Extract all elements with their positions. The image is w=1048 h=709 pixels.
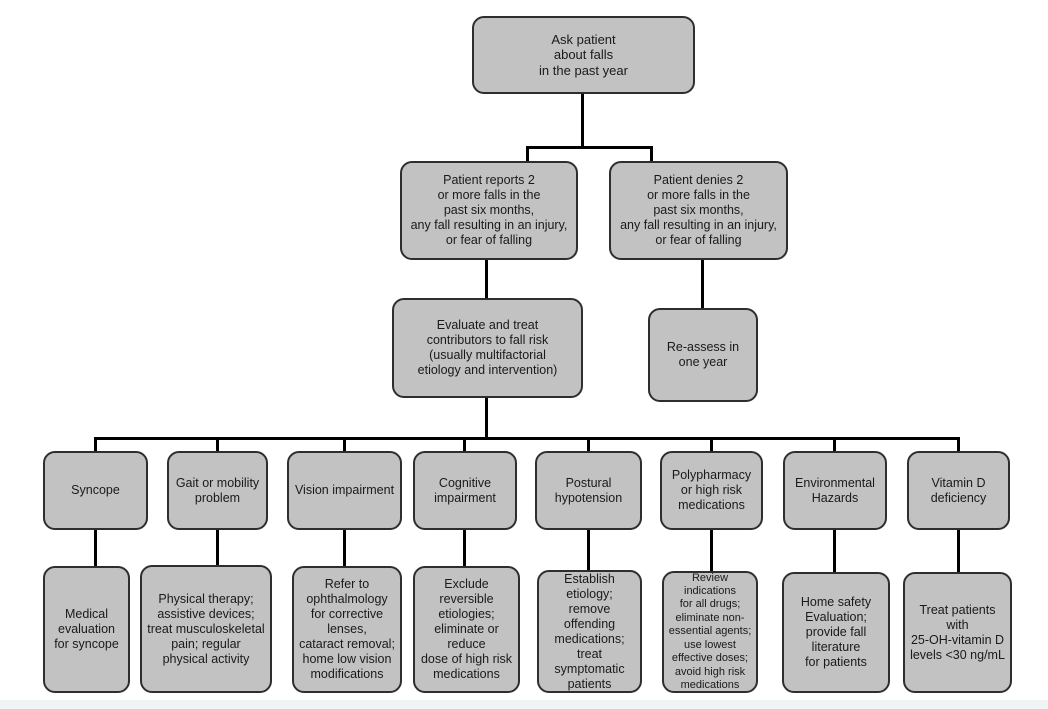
node-reassess-one-year: Re-assess in one year: [648, 308, 758, 402]
footer-strip: [0, 700, 1048, 709]
node-risk-vision: Vision impairment: [287, 451, 402, 530]
connector-gait-to-intervention: [216, 530, 219, 567]
connector-root-stem: [581, 94, 584, 149]
node-intervention-polypharmacy: Review indications for all drugs; elimin…: [662, 571, 758, 693]
connector-bus-drop-cognitive: [463, 437, 466, 452]
connector-branch-split: [526, 146, 653, 149]
connector-bus-drop-gait: [216, 437, 219, 452]
connector-bus-drop-environmental: [833, 437, 836, 452]
node-patient-denies-falls: Patient denies 2 or more falls in the pa…: [609, 161, 788, 260]
node-risk-vitamin-d: Vitamin D deficiency: [907, 451, 1010, 530]
connector-bus-drop-postural: [587, 437, 590, 452]
node-intervention-gait-mobility: Physical therapy; assistive devices; tre…: [140, 565, 272, 693]
connector-polypharmacy-to-intervention: [710, 530, 713, 572]
connector-environmental-to-intervention: [833, 530, 836, 573]
node-intervention-vitamin-d: Treat patients with 25-OH-vitamin D leve…: [903, 572, 1012, 693]
connector-risk-factor-bus: [94, 437, 960, 440]
node-intervention-cognitive: Exclude reversible etiologies; eliminate…: [413, 566, 520, 693]
node-risk-syncope: Syncope: [43, 451, 148, 530]
connector-denies-to-reassess: [701, 260, 704, 309]
node-risk-environmental: Environmental Hazards: [783, 451, 887, 530]
node-risk-cognitive: Cognitive impairment: [413, 451, 517, 530]
node-ask-patient-about-falls: Ask patient about falls in the past year: [472, 16, 695, 94]
node-patient-reports-falls: Patient reports 2 or more falls in the p…: [400, 161, 578, 260]
connector-bus-drop-syncope: [94, 437, 97, 452]
connector-drop-reports: [526, 146, 529, 162]
connector-reports-to-evaluate: [485, 260, 488, 299]
connector-bus-drop-vision: [343, 437, 346, 452]
node-intervention-vision: Refer to ophthalmology for corrective le…: [292, 566, 402, 693]
node-risk-gait-mobility: Gait or mobility problem: [167, 451, 268, 530]
node-intervention-syncope: Medical evaluation for syncope: [43, 566, 130, 693]
connector-cognitive-to-intervention: [463, 530, 466, 567]
node-intervention-environmental: Home safety Evaluation; provide fall lit…: [782, 572, 890, 693]
connector-bus-drop-polypharmacy: [710, 437, 713, 452]
connector-evaluate-stem: [485, 398, 488, 440]
node-intervention-postural: Establish etiology; remove offending med…: [537, 570, 642, 693]
node-evaluate-and-treat: Evaluate and treat contributors to fall …: [392, 298, 583, 398]
connector-vision-to-intervention: [343, 530, 346, 567]
connector-bus-drop-vitamin-d: [957, 437, 960, 452]
connector-drop-denies: [650, 146, 653, 162]
connector-vitamin-d-to-intervention: [957, 530, 960, 573]
node-risk-polypharmacy: Polypharmacy or high risk medications: [660, 451, 763, 530]
connector-postural-to-intervention: [587, 530, 590, 571]
connector-syncope-to-intervention: [94, 530, 97, 567]
node-risk-postural: Postural hypotension: [535, 451, 642, 530]
